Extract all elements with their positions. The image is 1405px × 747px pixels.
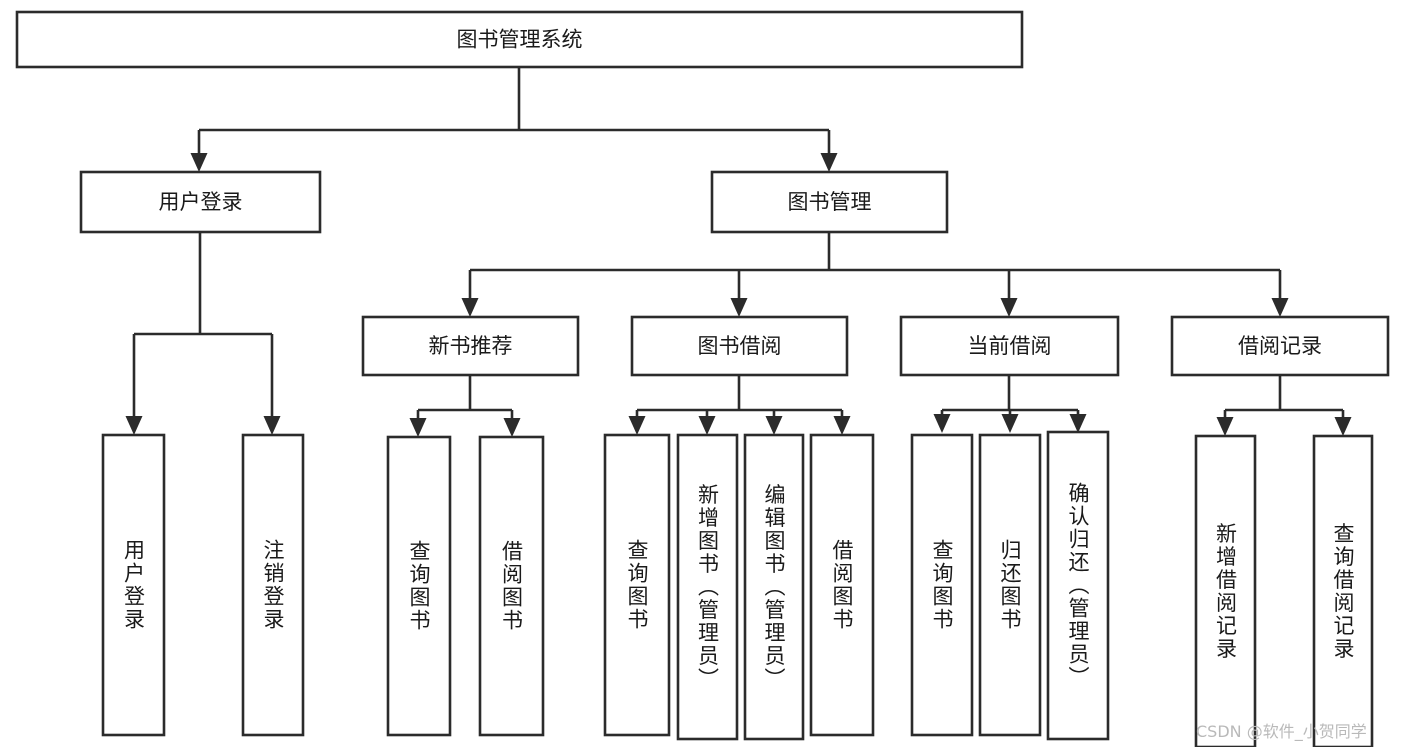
node-label-book-manage: 图书管理: [788, 190, 872, 214]
node-label-leaf-query-record: 查询借阅记录: [1331, 523, 1355, 661]
arrow-head-icon: [1069, 414, 1087, 433]
node-box-book-borrow[interactable]: [630, 315, 849, 377]
node-current-borrow[interactable]: 当前借阅: [899, 315, 1120, 377]
arrow-head-icon: [765, 416, 783, 435]
arrow-head-icon: [933, 414, 951, 433]
arrow-head-icon: [628, 416, 646, 435]
node-box-leaf-edit-book[interactable]: [743, 433, 805, 741]
arrow-head-icon: [833, 416, 851, 435]
node-leaf-add-record[interactable]: 新增借阅记录: [1194, 434, 1257, 747]
arrow-head-icon: [125, 416, 143, 435]
node-box-borrow-record[interactable]: [1170, 315, 1390, 377]
node-box-leaf-add-book[interactable]: [676, 433, 739, 741]
arrow-head-icon: [730, 298, 748, 317]
node-label-leaf-add-record: 新增借阅记录: [1214, 523, 1238, 661]
arrow-head-icon: [461, 298, 479, 317]
connector-layer: [125, 67, 1352, 437]
node-box-book-manage[interactable]: [710, 170, 949, 234]
node-new-book-recommend[interactable]: 新书推荐: [361, 315, 580, 377]
node-label-leaf-logout: 注销登录: [261, 539, 285, 631]
node-label-leaf-query-book-borrow: 查询图书: [625, 539, 649, 631]
node-box-leaf-return-book[interactable]: [978, 433, 1042, 737]
arrow-head-icon: [1334, 417, 1352, 436]
arrow-head-icon: [1271, 298, 1289, 317]
node-box-leaf-confirm-return[interactable]: [1046, 430, 1110, 741]
node-leaf-query-book-current[interactable]: 查询图书: [910, 433, 974, 737]
arrow-head-icon: [409, 418, 427, 437]
node-label-leaf-return-book: 归还图书: [998, 539, 1022, 631]
node-leaf-borrow-book[interactable]: 借阅图书: [809, 433, 875, 737]
arrow-head-icon: [503, 418, 521, 437]
arrow-head-icon: [698, 416, 716, 435]
node-book-borrow[interactable]: 图书借阅: [630, 315, 849, 377]
node-label-book-borrow: 图书借阅: [698, 334, 782, 358]
arrow-head-icon: [1001, 414, 1019, 433]
node-leaf-user-login[interactable]: 用户登录: [101, 433, 166, 737]
node-label-user-login: 用户登录: [159, 190, 243, 214]
node-layer: 图书管理系统用户登录图书管理新书推荐图书借阅当前借阅借阅记录用户登录注销登录查询…: [15, 10, 1390, 747]
node-label-leaf-edit-book: 编辑图书（管理员）: [762, 484, 786, 691]
node-leaf-confirm-return[interactable]: 确认归还（管理员）: [1046, 430, 1110, 741]
node-box-leaf-logout[interactable]: [241, 433, 305, 737]
node-leaf-borrow-book-rec[interactable]: 借阅图书: [478, 435, 545, 737]
node-box-leaf-user-login[interactable]: [101, 433, 166, 737]
node-label-current-borrow: 当前借阅: [968, 334, 1052, 358]
node-label-leaf-borrow-book: 借阅图书: [830, 539, 854, 631]
node-label-new-book-recommend: 新书推荐: [429, 334, 513, 358]
node-box-new-book-recommend[interactable]: [361, 315, 580, 377]
node-label-leaf-query-book-current: 查询图书: [930, 539, 954, 631]
node-leaf-query-book-rec[interactable]: 查询图书: [386, 435, 452, 737]
node-box-current-borrow[interactable]: [899, 315, 1120, 377]
node-label-root: 图书管理系统: [457, 28, 583, 52]
node-label-leaf-user-login: 用户登录: [122, 539, 146, 631]
node-leaf-query-record[interactable]: 查询借阅记录: [1312, 434, 1374, 747]
node-box-leaf-query-book-borrow[interactable]: [603, 433, 671, 737]
node-user-login[interactable]: 用户登录: [79, 170, 322, 234]
node-box-leaf-query-record[interactable]: [1312, 434, 1374, 747]
node-box-leaf-add-record[interactable]: [1194, 434, 1257, 747]
arrow-head-icon: [263, 416, 281, 435]
node-box-leaf-borrow-book[interactable]: [809, 433, 875, 737]
node-label-borrow-record: 借阅记录: [1238, 334, 1322, 358]
node-label-leaf-query-book-rec: 查询图书: [407, 540, 431, 632]
arrow-head-icon: [190, 153, 208, 172]
arrow-head-icon: [1000, 298, 1018, 317]
node-box-leaf-borrow-book-rec[interactable]: [478, 435, 545, 737]
node-leaf-logout[interactable]: 注销登录: [241, 433, 305, 737]
node-label-leaf-add-book: 新增图书（管理员）: [696, 484, 720, 691]
node-leaf-edit-book[interactable]: 编辑图书（管理员）: [743, 433, 805, 741]
arrow-head-icon: [1216, 417, 1234, 436]
node-label-leaf-confirm-return: 确认归还（管理员）: [1066, 482, 1090, 689]
node-box-leaf-query-book-rec[interactable]: [386, 435, 452, 737]
node-leaf-add-book[interactable]: 新增图书（管理员）: [676, 433, 739, 741]
node-box-root[interactable]: [15, 10, 1024, 69]
node-book-manage[interactable]: 图书管理: [710, 170, 949, 234]
node-leaf-return-book[interactable]: 归还图书: [978, 433, 1042, 737]
node-root[interactable]: 图书管理系统: [15, 10, 1024, 69]
node-leaf-query-book-borrow[interactable]: 查询图书: [603, 433, 671, 737]
node-label-leaf-borrow-book-rec: 借阅图书: [500, 540, 524, 632]
node-box-user-login[interactable]: [79, 170, 322, 234]
arrow-head-icon: [820, 153, 838, 172]
node-borrow-record[interactable]: 借阅记录: [1170, 315, 1390, 377]
node-box-leaf-query-book-current[interactable]: [910, 433, 974, 737]
